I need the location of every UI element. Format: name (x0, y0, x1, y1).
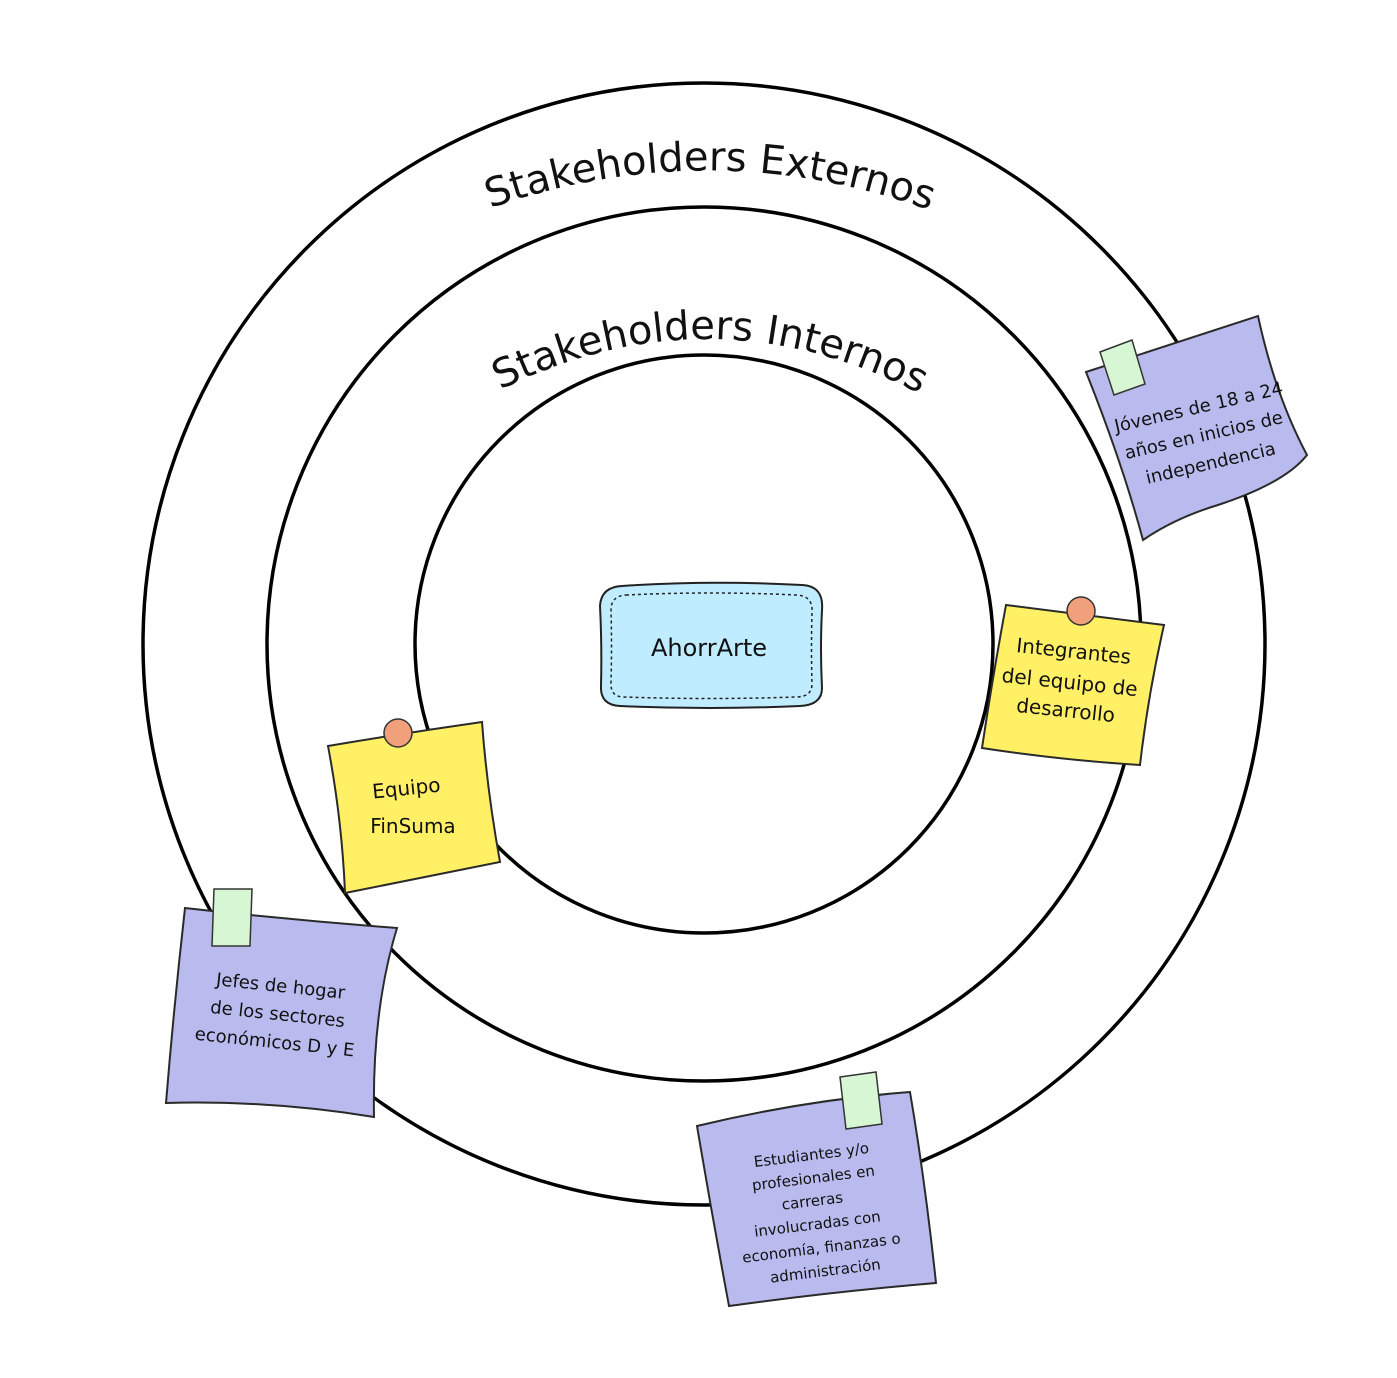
note-equipo-finsuma-line-2: FinSuma (370, 814, 455, 838)
pin-icon (383, 718, 413, 748)
note-integrantes-paper (980, 603, 1166, 767)
note-jovenes: Jóvenes de 18 a 24 años en inicios de in… (1084, 314, 1309, 542)
inner-ring-label: Stakeholders Internos (485, 303, 936, 403)
core-label: AhorrArte (651, 634, 767, 662)
note-jefes: Jefes de hogar de los sectores económico… (164, 888, 399, 1119)
note-estudiantes-paper (695, 1090, 938, 1308)
inner-ring (413, 353, 995, 935)
tape-icon (1099, 339, 1146, 396)
core-box-dashed-border (610, 592, 813, 700)
note-integrantes: Integrantes del equipo de desarrollo (980, 596, 1166, 767)
note-estudiantes: Estudiantes y/o profesionales en carrera… (695, 1071, 938, 1308)
core-box (598, 581, 824, 709)
note-jefes-paper (164, 906, 399, 1119)
tape-icon (211, 888, 253, 947)
note-equipo-finsuma: Equipo FinSuma (326, 718, 502, 895)
core-node: AhorrArte (598, 581, 824, 709)
pin-icon (1066, 596, 1096, 626)
note-equipo-finsuma-paper (326, 720, 502, 895)
outer-ring (141, 81, 1267, 1207)
tape-icon (839, 1071, 883, 1130)
